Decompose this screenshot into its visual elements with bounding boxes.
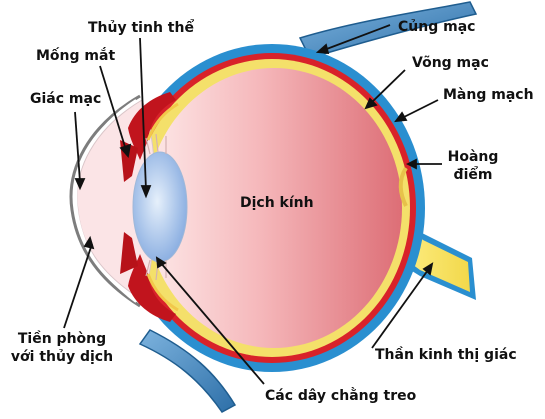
upper-muscle (298, 1, 478, 59)
lens (132, 151, 188, 263)
iris-top (128, 92, 176, 160)
label-choroid: Màng mạch (443, 87, 534, 103)
label-sclera: Củng mạc (398, 19, 476, 35)
label-optic-nerve: Thần kinh thị giác (375, 347, 517, 363)
label-iris: Mống mắt (36, 48, 116, 64)
label-macula-line2: điểm (453, 167, 493, 183)
label-retina: Võng mạc (412, 55, 489, 71)
vitreous-body (146, 68, 402, 348)
label-anterior-line2: với thủy dịch (10, 349, 114, 365)
label-macula: Hoàng điểm (446, 148, 500, 184)
label-anterior-line1: Tiền phòng (17, 331, 107, 347)
macula (398, 166, 408, 207)
label-lens: Thủy tinh thể (88, 20, 194, 36)
iris-bottom (128, 254, 176, 322)
label-anterior-chamber: Tiền phòng với thủy dịch (6, 330, 118, 366)
zonule-fibers-top (145, 133, 167, 155)
label-macula-line1: Hoàng (447, 149, 499, 165)
cornea (69, 94, 141, 308)
label-vitreous: Dịch kính (240, 195, 314, 211)
lower-muscle (138, 329, 237, 413)
label-cornea: Giác mạc (30, 91, 102, 107)
label-zonules: Các dây chằng treo (265, 388, 417, 404)
leader-lines (63, 24, 442, 385)
